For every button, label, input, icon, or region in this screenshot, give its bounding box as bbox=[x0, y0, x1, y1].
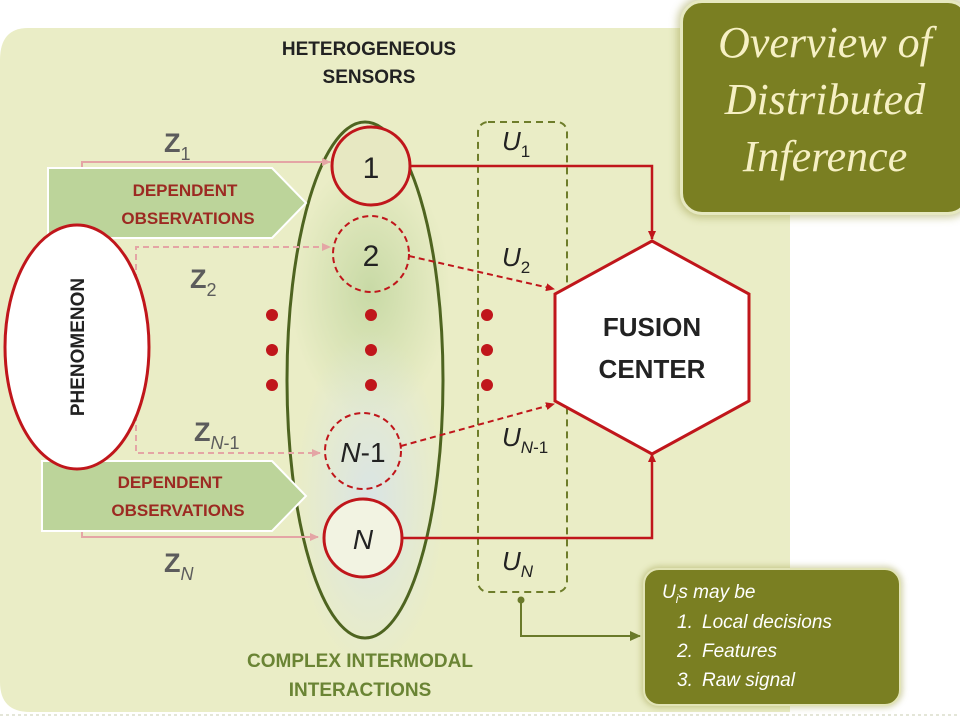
decision-arrow-1 bbox=[410, 164, 656, 240]
svg-text:FUSION: FUSION bbox=[603, 312, 701, 342]
title-line-3: Inference bbox=[742, 132, 908, 181]
u1-label: U1 bbox=[502, 126, 530, 161]
z2-label: Z2 bbox=[190, 264, 217, 300]
decision-arrow-n bbox=[402, 453, 656, 540]
z1-label: Z1 bbox=[164, 128, 191, 164]
title-line-2: Distributed bbox=[724, 75, 926, 124]
note-item: 3.Raw signal bbox=[677, 670, 795, 691]
sensor-1: 1 bbox=[330, 125, 412, 207]
un-label: UN bbox=[502, 546, 534, 581]
svg-text:DEPENDENT: DEPENDENT bbox=[118, 473, 223, 492]
svg-text:CENTER: CENTER bbox=[599, 354, 706, 384]
title-box bbox=[680, 0, 960, 215]
phenomenon-node: PHENOMENON bbox=[3, 223, 151, 471]
decision-arrow-n1 bbox=[400, 402, 555, 447]
slide-title: Overview of Distributed Inference bbox=[690, 14, 960, 185]
note-box: Uis may be 1.Local decisions 2.Features … bbox=[643, 568, 901, 706]
svg-text:COMPLEX INTERMODAL: COMPLEX INTERMODAL bbox=[247, 651, 473, 672]
dependent-observations-arrow-bottom: DEPENDENT OBSERVATIONS bbox=[41, 460, 308, 532]
zn1-label: ZN-1 bbox=[194, 417, 240, 453]
dependent-observations-arrow-top: DEPENDENT OBSERVATIONS bbox=[47, 167, 308, 239]
svg-text:PHENOMENON: PHENOMENON bbox=[68, 278, 89, 416]
svg-text:1: 1 bbox=[363, 152, 380, 185]
sensor-n-minus-1: N-1 bbox=[324, 412, 402, 490]
note-heading: Uis may be bbox=[662, 582, 756, 606]
decision-arrow-2 bbox=[408, 255, 555, 292]
svg-text:HETEROGENEOUS: HETEROGENEOUS bbox=[282, 39, 456, 60]
svg-text:N: N bbox=[353, 524, 374, 555]
title-line-1: Overview of bbox=[718, 18, 932, 67]
u2-label: U2 bbox=[502, 242, 530, 277]
svg-text:SENSORS: SENSORS bbox=[323, 67, 416, 88]
obs-line-2 bbox=[135, 243, 331, 330]
svg-text:OBSERVATIONS: OBSERVATIONS bbox=[111, 501, 244, 520]
sensor-n: N bbox=[322, 497, 404, 579]
svg-text:INTERACTIONS: INTERACTIONS bbox=[289, 680, 432, 701]
ellipsis-dots bbox=[266, 309, 493, 391]
svg-text:OBSERVATIONS: OBSERVATIONS bbox=[121, 209, 254, 228]
note-connector bbox=[520, 600, 641, 641]
un1-label: UN-1 bbox=[502, 422, 548, 457]
sensor-group-ellipse bbox=[285, 120, 445, 640]
note-item: 2.Features bbox=[677, 641, 777, 662]
svg-text:N-1: N-1 bbox=[340, 437, 385, 468]
svg-text:DEPENDENT: DEPENDENT bbox=[133, 181, 238, 200]
interaction-cloud-green bbox=[290, 160, 450, 420]
sensors-label: HETEROGENEOUS SENSORS bbox=[282, 39, 456, 88]
note-item: 1.Local decisions bbox=[677, 612, 832, 633]
interactions-label: COMPLEX INTERMODAL INTERACTIONS bbox=[247, 651, 473, 701]
zn-label: ZN bbox=[164, 548, 195, 584]
svg-text:2: 2 bbox=[363, 240, 380, 273]
sensor-2: 2 bbox=[332, 215, 410, 293]
fusion-center: FUSION CENTER bbox=[553, 239, 751, 456]
